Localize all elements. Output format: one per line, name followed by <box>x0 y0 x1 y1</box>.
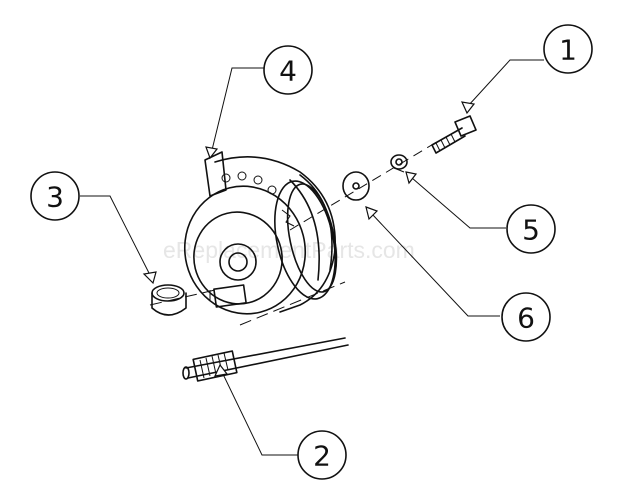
washer-icon <box>342 171 370 201</box>
callout-1-label: 1 <box>559 34 577 67</box>
assembly-axis-lines <box>149 139 441 326</box>
callout-3: 3 <box>30 171 157 285</box>
callout-1: 1 <box>460 24 593 115</box>
callout-3-label: 3 <box>46 181 64 214</box>
callout-6-label: 6 <box>517 302 535 335</box>
callout-4-label: 4 <box>279 55 297 88</box>
clutch-assembly-icon <box>183 151 338 315</box>
callout-5: 5 <box>405 171 556 254</box>
bolt-icon <box>431 115 477 154</box>
watermark-text: eReplacementParts.com <box>163 237 415 263</box>
callout-5-label: 5 <box>522 214 540 247</box>
nut-icon <box>390 154 408 173</box>
callout-2: 2 <box>213 363 347 480</box>
bushing-icon <box>151 284 187 316</box>
shaft-icon <box>182 337 349 382</box>
callout-2-label: 2 <box>313 440 331 473</box>
callout-4: 4 <box>205 45 313 160</box>
callout-6: 6 <box>365 206 551 342</box>
